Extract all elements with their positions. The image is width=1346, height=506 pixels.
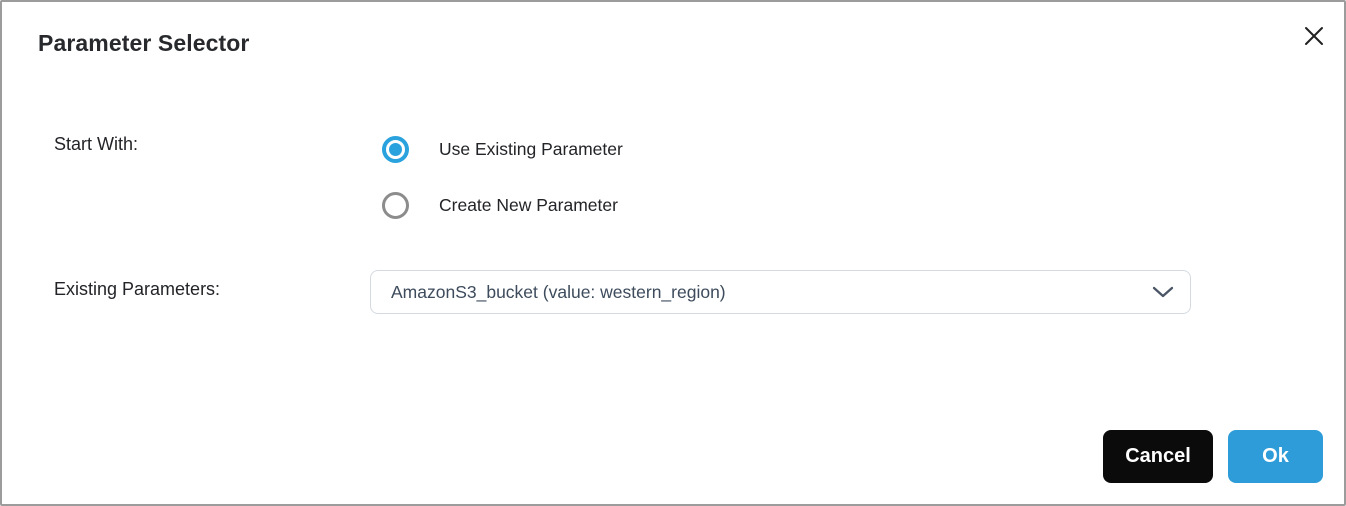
existing-parameters-select[interactable]: AmazonS3_bucket (value: western_region) [370, 270, 1191, 314]
dialog-title: Parameter Selector [38, 30, 250, 56]
ok-button[interactable]: Ok [1228, 430, 1323, 483]
radio-option-use-existing[interactable]: Use Existing Parameter [382, 136, 623, 163]
radio-option-label: Create New Parameter [439, 195, 618, 215]
radio-unselected-icon[interactable] [382, 192, 409, 219]
start-with-label: Start With: [54, 134, 139, 154]
existing-parameters-label: Existing Parameters: [54, 279, 221, 299]
chevron-down-icon [1152, 286, 1174, 298]
selected-parameter-value: AmazonS3_bucket (value: western_region) [391, 281, 726, 302]
radio-selected-icon[interactable] [382, 136, 409, 163]
close-button[interactable] [1299, 21, 1329, 51]
dialog-footer: Cancel Ok [1103, 430, 1323, 483]
radio-option-label: Use Existing Parameter [439, 139, 623, 159]
cancel-button[interactable]: Cancel [1103, 430, 1213, 483]
radio-dot [389, 143, 402, 156]
radio-option-create-new[interactable]: Create New Parameter [382, 192, 618, 219]
close-icon [1303, 25, 1325, 47]
